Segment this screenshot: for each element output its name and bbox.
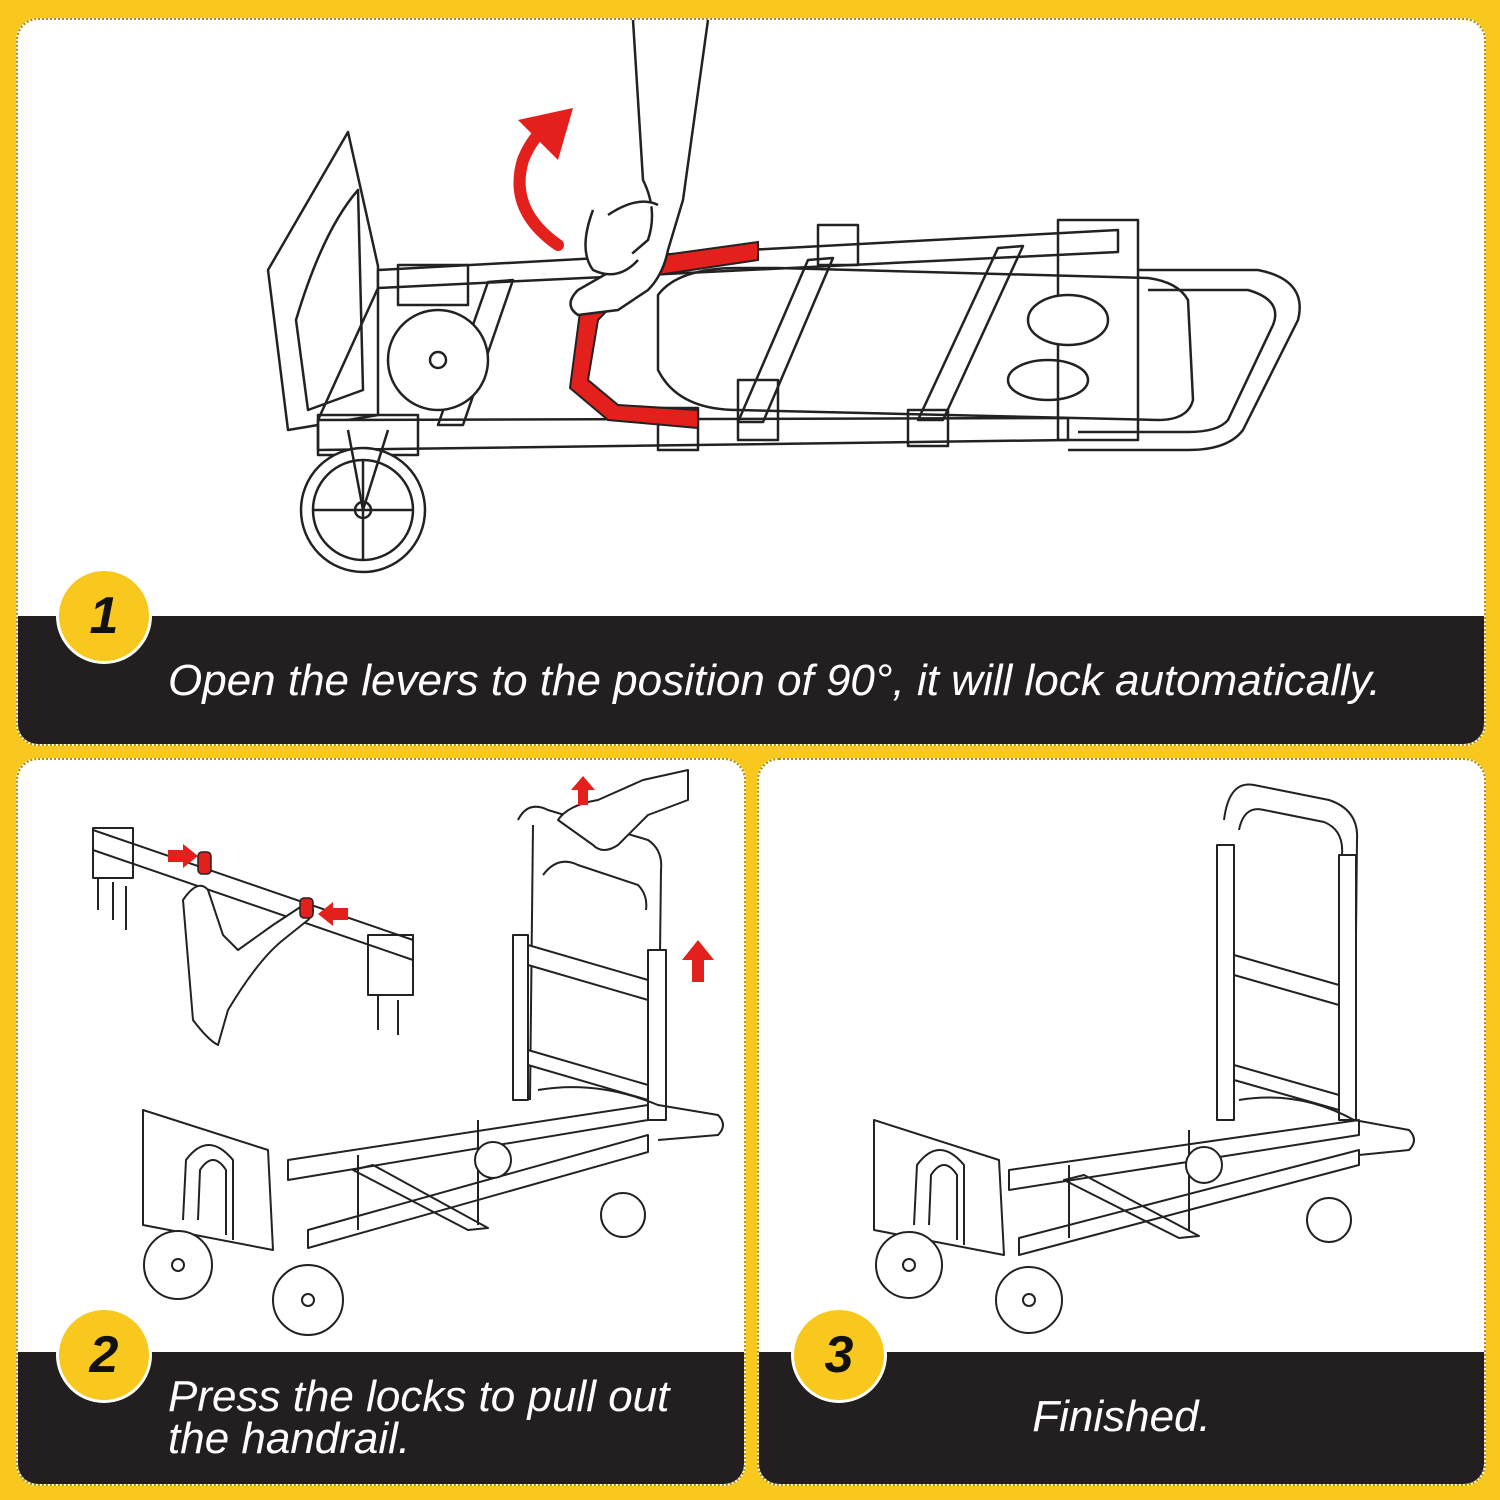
step-1-number-badge: 1 — [56, 568, 152, 664]
handrail-lock-illustration — [92, 769, 724, 1336]
step-1-panel: Open the levers to the position of 90°, … — [16, 18, 1486, 746]
step-2-number-badge: 2 — [56, 1307, 152, 1403]
step-1-caption-bar: Open the levers to the position of 90°, … — [18, 616, 1484, 744]
step-2-panel: Press the locks to pull out the handrail… — [16, 758, 746, 1486]
folded-hand-truck-illustration — [266, 20, 1301, 574]
assembled-hand-truck-illustration — [873, 783, 1415, 1334]
step-2-caption: Press the locks to pull out the handrail… — [168, 1372, 670, 1463]
step-1-caption: Open the levers to the position of 90°, … — [168, 656, 1381, 705]
step-3-panel: Finished. 3 — [757, 758, 1486, 1486]
step-3-number-badge: 3 — [791, 1307, 887, 1403]
step-3-caption: Finished. — [1032, 1392, 1211, 1441]
